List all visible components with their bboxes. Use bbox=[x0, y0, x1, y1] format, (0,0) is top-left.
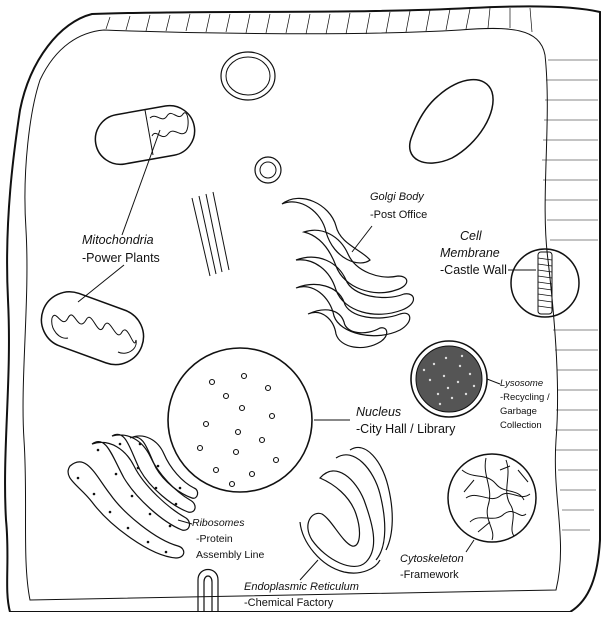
lysosome-role-2: Garbage bbox=[500, 406, 537, 417]
cytoskeleton-role: -Framework bbox=[400, 569, 459, 581]
mitochondria-leader-line-2 bbox=[78, 265, 124, 302]
golgi-role: -Post Office bbox=[370, 209, 427, 221]
mitochondrion-top bbox=[91, 102, 198, 169]
lysosome bbox=[411, 341, 487, 417]
vacuole-circle-large bbox=[221, 52, 275, 100]
centriole bbox=[192, 192, 229, 276]
lysosome-leader-line bbox=[487, 379, 500, 384]
mitochondria-label: Mitochondria bbox=[82, 233, 154, 247]
mitochondrion-lower bbox=[34, 284, 152, 373]
vacuole-oval bbox=[410, 80, 493, 163]
er-leader-line bbox=[300, 560, 318, 580]
cytoskeleton bbox=[448, 454, 536, 542]
ribosomes-role-1: -Protein bbox=[196, 533, 233, 545]
ribosomes-label: Ribosomes bbox=[192, 517, 245, 529]
nucleus-dots bbox=[198, 374, 279, 487]
er-label: Endoplasmic Reticulum bbox=[244, 581, 359, 593]
lysosome-role-3: Collection bbox=[500, 420, 542, 431]
rough-er-bottom bbox=[198, 570, 218, 613]
lysosome-role-1: -Recycling / bbox=[500, 392, 550, 403]
membrane-role: -Castle Wall bbox=[440, 263, 507, 277]
golgi-label: Golgi Body bbox=[370, 191, 425, 203]
er-role: -Chemical Factory bbox=[244, 597, 334, 609]
nucleus-role: -City Hall / Library bbox=[356, 422, 456, 436]
membrane-magnifier bbox=[511, 249, 579, 317]
lysosome-label: Lysosome bbox=[500, 378, 543, 389]
membrane-label-line2: Membrane bbox=[440, 246, 500, 260]
cytoskeleton-label: Cytoskeleton bbox=[400, 553, 464, 565]
mitochondria-leader-line bbox=[122, 130, 160, 235]
ribosomes-role-2: Assembly Line bbox=[196, 549, 264, 561]
nucleus-label: Nucleus bbox=[356, 405, 401, 419]
nucleus bbox=[168, 348, 312, 492]
golgi-leader-line bbox=[352, 226, 372, 252]
smooth-er-center bbox=[300, 448, 392, 574]
mitochondria-role: -Power Plants bbox=[82, 251, 160, 265]
wall-hatching-right bbox=[542, 60, 598, 530]
membrane-label-line1: Cell bbox=[460, 229, 483, 243]
cell-inner-wall bbox=[23, 28, 561, 600]
cell-outer-wall bbox=[5, 6, 600, 612]
vacuole-circle-small bbox=[255, 157, 281, 183]
cytoskeleton-leader-line bbox=[466, 540, 474, 552]
